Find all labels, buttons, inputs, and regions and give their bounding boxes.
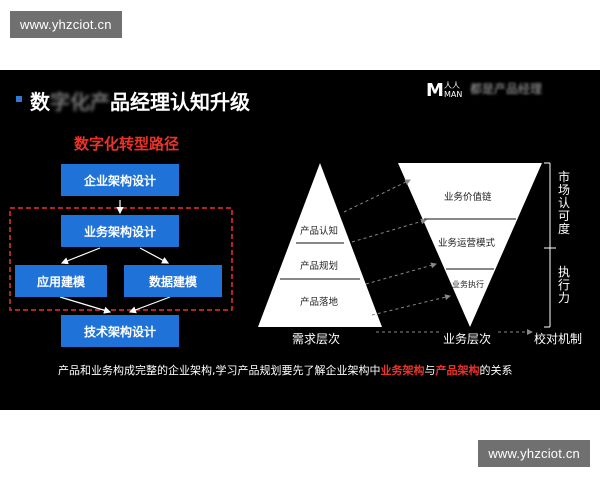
pyramid-level-3: 产品落地 xyxy=(300,297,339,308)
arrow-5 xyxy=(128,296,171,314)
business-inverted-pyramid xyxy=(398,163,542,327)
brand-logo-icon: M xyxy=(426,80,444,101)
title-blurred: 字化产 xyxy=(50,90,110,114)
inverted-level-3: 业务执行 xyxy=(452,280,484,289)
watermark-top: www.yhzciot.cn xyxy=(10,11,122,38)
calibration-label: 校对机制 xyxy=(534,332,583,346)
slide-title: 数字化产品经理认知升级 xyxy=(30,86,250,115)
pyramid-level-2: 产品规划 xyxy=(300,261,339,272)
watermark-bottom: www.yhzciot.cn xyxy=(478,440,590,467)
box-tech-architecture: 技术架构设计 xyxy=(61,315,179,347)
box-app-modeling: 应用建模 xyxy=(15,265,107,297)
demand-level-label: 需求层次 xyxy=(292,332,341,346)
title-rest: 品经理认知升级 xyxy=(110,90,250,114)
caption-highlight-business: 业务架构 xyxy=(380,364,425,377)
side-label-execution: 执行力 xyxy=(558,265,571,305)
diagram-graphics xyxy=(9,162,556,335)
slide: 数字化产品经理认知升级 M 人人 MAN 都是产品经理 数字化转型路径 企业架构… xyxy=(0,70,600,410)
arrow-3 xyxy=(139,247,170,264)
link-arrow-4 xyxy=(371,294,451,316)
brand-logo-blurred: 都是产品经理 xyxy=(470,82,543,96)
arrow-4 xyxy=(59,296,112,314)
box-business-architecture: 业务架构设计 xyxy=(61,215,179,247)
logo-line1: 人人 xyxy=(444,81,460,90)
inverted-level-1: 业务价值链 xyxy=(444,192,492,203)
logo-line2: MAN xyxy=(444,90,463,99)
link-arrow-1 xyxy=(343,179,411,213)
side-label-market: 市场认可度 xyxy=(558,170,571,236)
arrow-2 xyxy=(60,247,101,265)
pyramid-level-1: 产品认知 xyxy=(300,226,339,237)
box-data-modeling: 数据建模 xyxy=(124,265,222,297)
link-arrow-3 xyxy=(365,262,437,285)
business-level-label: 业务层次 xyxy=(443,332,492,346)
box-enterprise-architecture: 企业架构设计 xyxy=(61,164,179,196)
title-start: 数 xyxy=(30,90,50,114)
brand-logo-text: 人人 MAN xyxy=(444,81,600,99)
title-bullet xyxy=(16,96,22,102)
subhead-digital-path: 数字化转型路径 xyxy=(74,135,180,153)
dashed-group-frame xyxy=(9,207,233,311)
demand-pyramid xyxy=(258,163,382,327)
slide-caption: 产品和业务构成完整的企业架构,学习产品规划要先了解企业架构中业务架构与产品架构的… xyxy=(58,364,513,377)
link-arrow-2 xyxy=(351,218,427,243)
caption-highlight-product: 产品架构 xyxy=(435,364,480,377)
inverted-level-2: 业务运营模式 xyxy=(438,238,496,249)
